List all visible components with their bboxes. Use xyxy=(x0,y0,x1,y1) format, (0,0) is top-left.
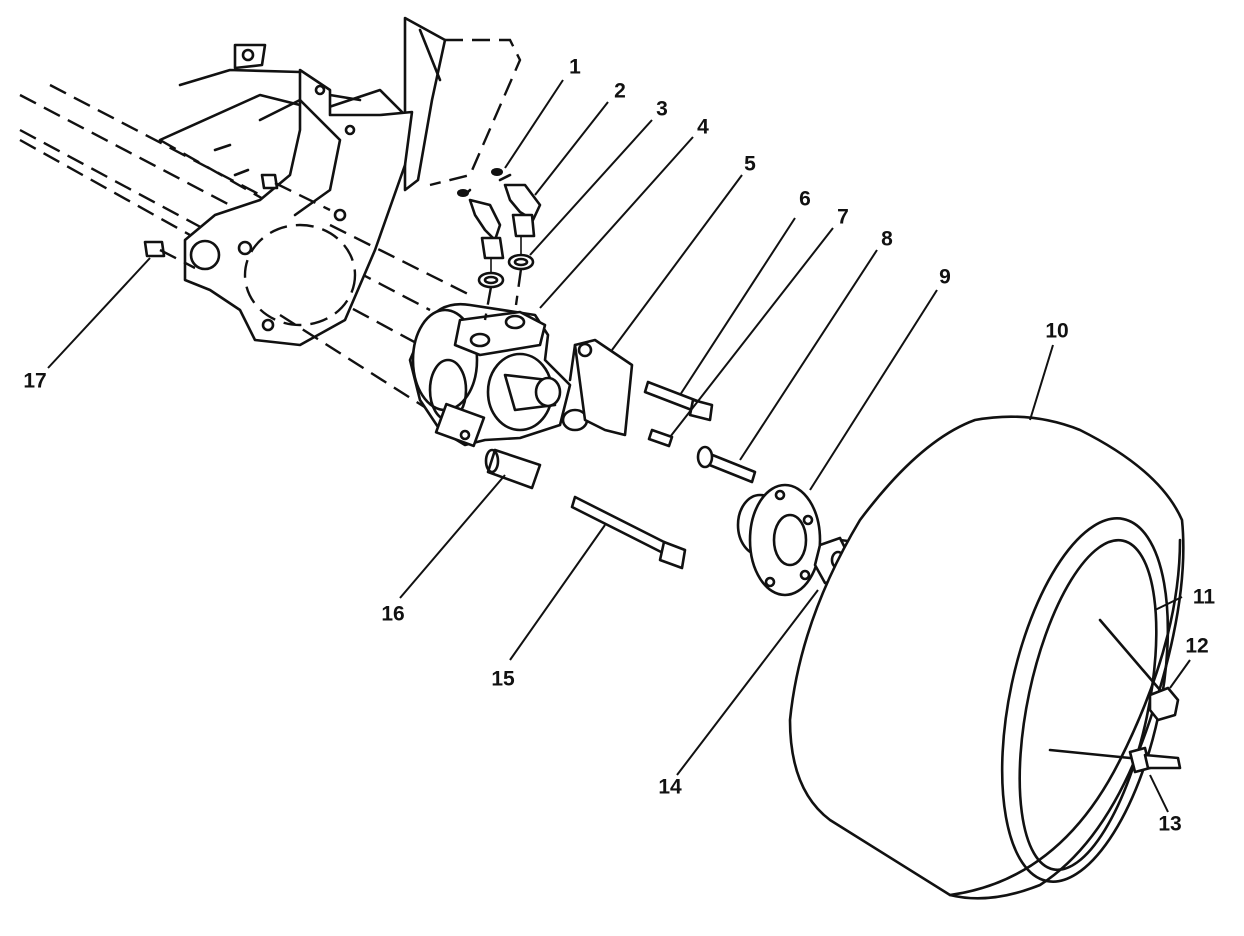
callout-6: 6 xyxy=(799,188,811,211)
callout-13: 13 xyxy=(1158,813,1181,836)
callout-12: 12 xyxy=(1185,635,1208,658)
frame-assembly xyxy=(19,16,522,347)
callout-15: 15 xyxy=(491,668,515,691)
callout-4: 4 xyxy=(697,116,709,139)
callout-11: 11 xyxy=(1193,586,1216,609)
callout-9: 9 xyxy=(939,266,951,289)
callout-5: 5 xyxy=(744,153,756,176)
hydraulic-fittings xyxy=(457,168,542,321)
callout-8: 8 xyxy=(881,228,893,251)
callout-2: 2 xyxy=(614,80,626,103)
leader-lines xyxy=(47,79,1191,813)
wheel-tire xyxy=(788,415,1185,900)
callout-17: 17 xyxy=(23,370,46,393)
callout-3: 3 xyxy=(656,98,668,121)
wheel-motor xyxy=(279,223,634,448)
fasteners xyxy=(143,173,757,570)
callout-16: 16 xyxy=(381,603,404,626)
callout-14: 14 xyxy=(658,776,682,799)
callout-1: 1 xyxy=(569,56,581,79)
callout-labels: 1 2 3 4 5 6 7 8 9 10 11 12 13 14 15 16 1… xyxy=(23,56,1215,836)
callout-10: 10 xyxy=(1045,320,1068,343)
callout-7: 7 xyxy=(837,206,849,229)
